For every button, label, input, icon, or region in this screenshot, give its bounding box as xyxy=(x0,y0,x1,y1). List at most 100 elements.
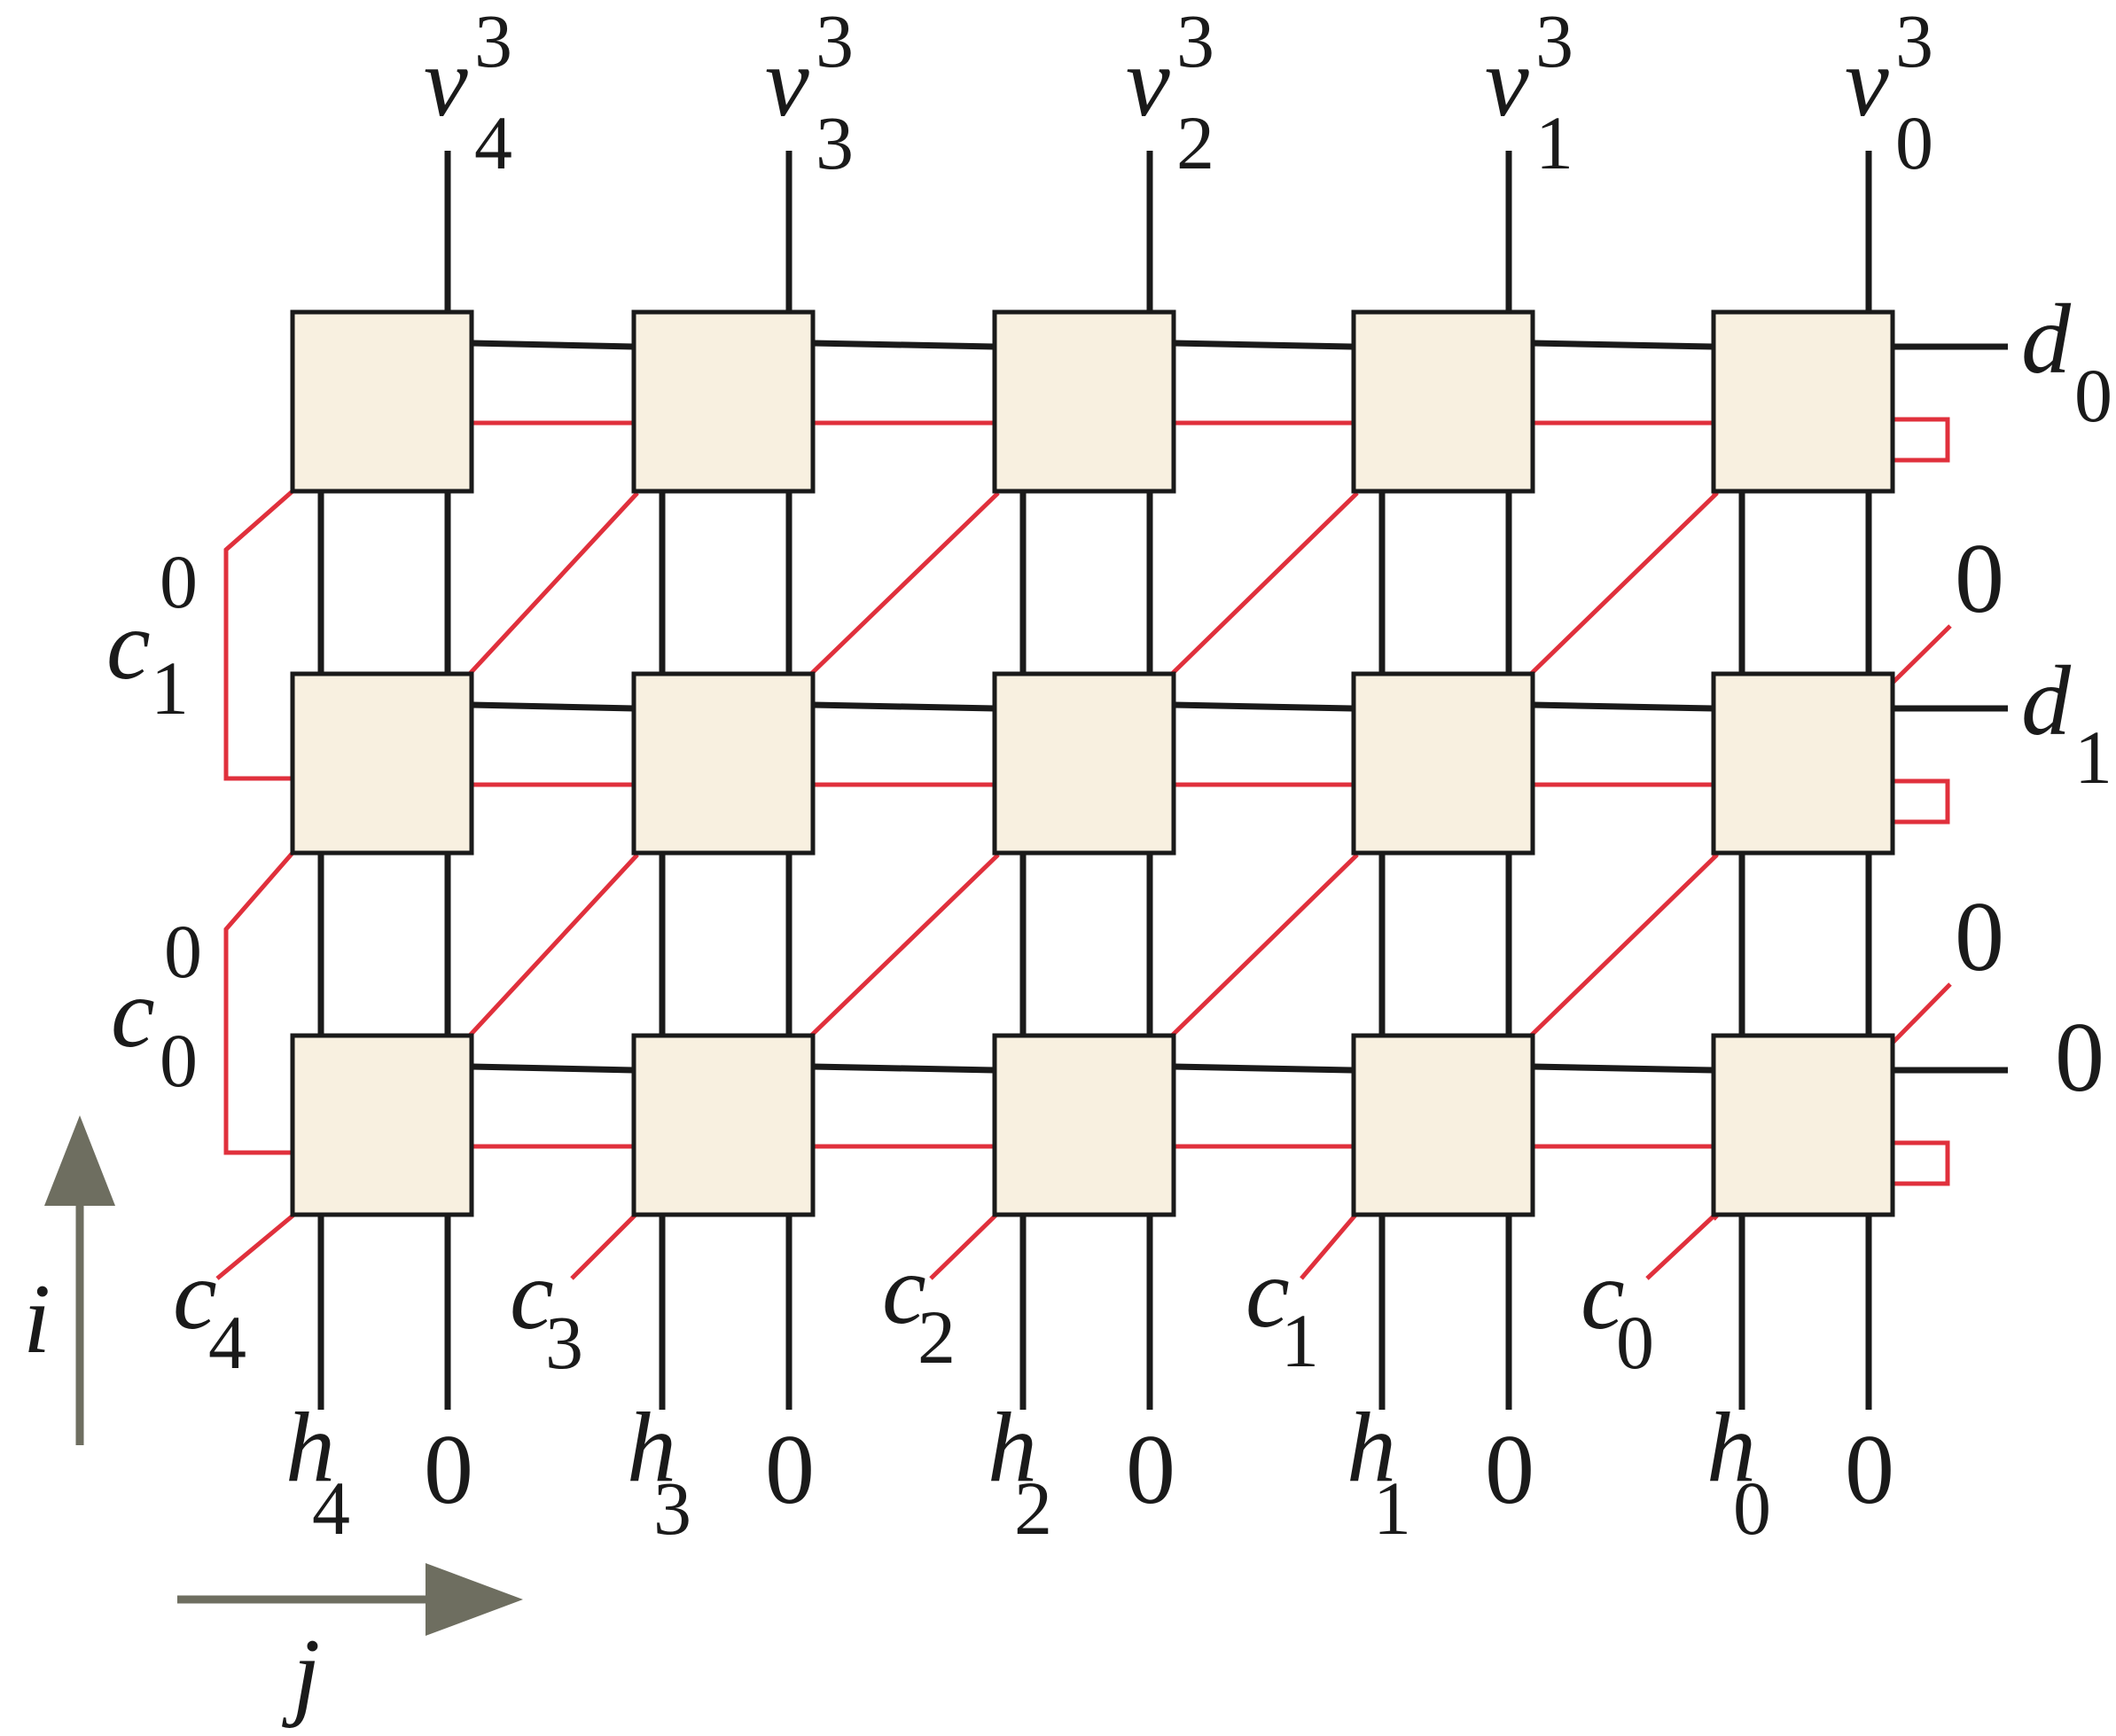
processing-cell xyxy=(992,309,1176,494)
bottom-zero-label: 0 xyxy=(1845,1415,1894,1525)
processing-cell xyxy=(1711,671,1895,856)
red-input-wire xyxy=(1645,1211,1719,1280)
bottom-label-c3-sub: 3 xyxy=(545,1300,583,1385)
i-axis-arrowhead xyxy=(44,1115,115,1206)
red-input-wire xyxy=(929,1211,1000,1280)
bottom-label-c4-base: c xyxy=(173,1240,217,1350)
top-label-v0-sup: 3 xyxy=(1895,0,1933,83)
bottom-zero-label: 0 xyxy=(1485,1415,1534,1525)
j-axis-arrowhead xyxy=(426,1563,523,1636)
horizontal-wire xyxy=(471,1063,635,1074)
processing-cell xyxy=(1351,309,1535,494)
red-diagonal-wire xyxy=(808,491,1000,677)
processing-cells xyxy=(290,309,1895,1217)
top-label-v3-sub: 3 xyxy=(816,100,854,185)
diag-zero-label: 0 xyxy=(1955,524,2004,634)
horizontal-wire xyxy=(1532,340,1714,350)
bottom-label-h4-base: h xyxy=(285,1393,335,1503)
bottom-label-h1-base: h xyxy=(1347,1393,1396,1503)
axis-label-j: j xyxy=(282,1619,320,1729)
bottom-label-h2-sub: 2 xyxy=(1014,1466,1052,1551)
red-input-wire xyxy=(1300,1211,1359,1280)
processing-cell xyxy=(290,1033,474,1217)
bottom-label-h1-sub: 1 xyxy=(1373,1466,1411,1551)
red-input-wire xyxy=(570,1211,639,1280)
right-label-zero: 0 xyxy=(2055,1003,2104,1113)
top-label-v1-sup: 3 xyxy=(1535,0,1573,83)
processing-cell xyxy=(992,671,1176,856)
processing-cell xyxy=(631,671,816,856)
bottom-label-c3-base: c xyxy=(510,1240,554,1350)
red-left-feedback-wire xyxy=(223,851,294,1155)
bottom-label-c1-sub: 1 xyxy=(1281,1298,1319,1383)
red-diagonal-wire xyxy=(808,853,1000,1039)
processing-cell xyxy=(992,1033,1176,1217)
red-diagonal-wire xyxy=(1168,853,1359,1039)
bottom-label-c2-sub: 2 xyxy=(917,1294,956,1380)
red-left-feedback-wire xyxy=(223,489,294,781)
top-label-v4-base: v xyxy=(424,27,468,137)
horizontal-wire xyxy=(1173,701,1355,712)
top-label-v3-base: v xyxy=(765,27,809,137)
top-label-v4-sub: 4 xyxy=(474,100,512,185)
bottom-zero-label: 0 xyxy=(424,1415,473,1525)
left-label-c1-sub: 1 xyxy=(151,645,189,731)
bottom-label-h3-base: h xyxy=(627,1393,676,1503)
bottom-label-c4-sub: 4 xyxy=(208,1300,246,1385)
right-label-d1-sub: 1 xyxy=(2074,715,2112,800)
horizontal-wire xyxy=(1532,1063,1714,1074)
processing-cell xyxy=(631,309,816,494)
right-label-d1-base: d xyxy=(2021,646,2072,756)
bottom-label-h3-sub: 3 xyxy=(653,1466,691,1551)
horizontal-wire xyxy=(812,701,996,712)
top-label-v1-base: v xyxy=(1485,27,1529,137)
red-diagonal-wire xyxy=(466,853,639,1039)
left-label-c0-sub: 0 xyxy=(160,1018,198,1103)
top-label-v2-base: v xyxy=(1126,27,1170,137)
horizontal-wire xyxy=(812,1063,996,1074)
bottom-label-c2-base: c xyxy=(882,1235,926,1345)
red-diagonal-wire xyxy=(466,491,639,677)
red-diagonal-wire xyxy=(1527,491,1719,677)
top-label-v2-sub: 2 xyxy=(1176,100,1214,185)
horizontal-wire xyxy=(1173,1063,1355,1074)
horizontal-wire xyxy=(471,340,635,350)
bottom-label-c1-base: c xyxy=(1245,1239,1290,1349)
bottom-label-h0-sub: 0 xyxy=(1733,1466,1771,1551)
red-diagonal-wire xyxy=(1168,491,1359,677)
processing-cell xyxy=(290,309,474,494)
horizontal-wire xyxy=(471,701,635,712)
axis-label-i: i xyxy=(23,1264,51,1374)
bottom-label-c0-base: c xyxy=(1581,1240,1625,1350)
red-input-wire xyxy=(215,1211,298,1280)
bottom-zero-label: 0 xyxy=(1126,1415,1175,1525)
red-right-input-wire xyxy=(1891,982,1952,1044)
bottom-zero-label: 0 xyxy=(765,1415,815,1525)
top-label-v0-sub: 0 xyxy=(1895,100,1933,185)
horizontal-wire xyxy=(812,340,996,350)
processing-cell xyxy=(1351,1033,1535,1217)
bottom-label-h0-base: h xyxy=(1706,1393,1756,1503)
left-label-c0-base: c xyxy=(111,958,155,1068)
processing-cell xyxy=(1711,309,1895,494)
red-diagonal-wire xyxy=(1527,853,1719,1039)
bottom-label-h4-sub: 4 xyxy=(312,1466,350,1551)
processing-cell xyxy=(290,671,474,856)
processing-cell xyxy=(1351,671,1535,856)
right-label-d0-base: d xyxy=(2021,285,2072,395)
horizontal-wire xyxy=(1532,701,1714,712)
left-label-c1-base: c xyxy=(106,590,151,700)
axis-arrows xyxy=(44,1115,523,1636)
top-label-v4-sup: 3 xyxy=(474,0,512,83)
diag-zero-label: 0 xyxy=(1955,882,2004,992)
top-label-v3-sup: 3 xyxy=(816,0,854,83)
bottom-label-c0-sub: 0 xyxy=(1616,1300,1654,1385)
red-right-input-wire xyxy=(1891,624,1952,684)
processing-cell xyxy=(1711,1033,1895,1217)
top-label-v2-sup: 3 xyxy=(1176,0,1214,83)
left-label-c1-sup: 0 xyxy=(160,539,198,624)
right-label-d0-sub: 0 xyxy=(2074,353,2112,438)
processing-cell xyxy=(631,1033,816,1217)
